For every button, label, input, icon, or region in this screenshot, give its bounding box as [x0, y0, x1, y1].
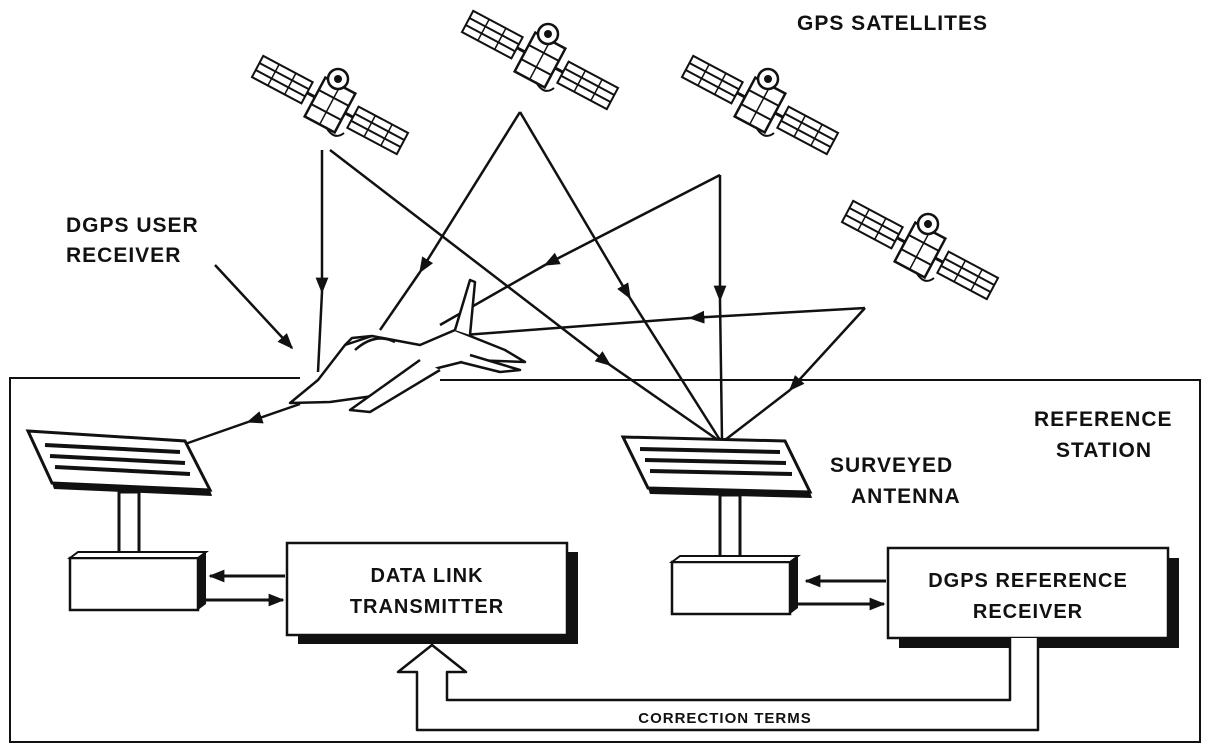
signal-lines-to-antenna: [329, 111, 866, 442]
signal-lines-to-aircraft: [315, 111, 866, 373]
correction-terms-label: CORRECTION TERMS: [638, 710, 812, 727]
gps-satellites-label: GPS SATELLITES: [797, 12, 988, 35]
data-link-label-line1: DATA LINK: [370, 565, 483, 587]
correction-terms-path: [396, 638, 1040, 732]
reference-station-label-line2: STATION: [1056, 439, 1152, 462]
reference-station-frame: [9, 377, 1201, 743]
data-link-transmitter-box: [285, 541, 578, 644]
satellite-icon: [455, 0, 625, 120]
satellite-icon: [675, 45, 845, 165]
surveyed-antenna-label-line1: SURVEYED: [830, 454, 953, 477]
dgps-user-pointer: [214, 264, 294, 350]
satellite-icon: [245, 45, 415, 165]
dgps-reference-label-line2: RECEIVER: [973, 601, 1083, 623]
right-link-arrows: [797, 574, 886, 611]
aircraft-icon: [288, 278, 527, 414]
dgps-user-label-line2: RECEIVER: [66, 244, 181, 267]
surveyed-antenna-label-line2: ANTENNA: [851, 485, 961, 508]
reference-station-label-line1: REFERENCE: [1034, 408, 1173, 431]
dgps-reference-receiver-box: [886, 546, 1179, 648]
dgps-user-label-line1: DGPS USER: [66, 214, 199, 237]
data-link-label-line2: TRANSMITTER: [350, 596, 504, 618]
dgps-reference-label-line1: DGPS REFERENCE: [928, 570, 1128, 592]
satellite-icon: [835, 190, 1005, 310]
left-link-arrows: [200, 569, 285, 607]
antenna-panel-icon: [25, 429, 213, 612]
surveyed-antenna-icon: [620, 435, 813, 616]
